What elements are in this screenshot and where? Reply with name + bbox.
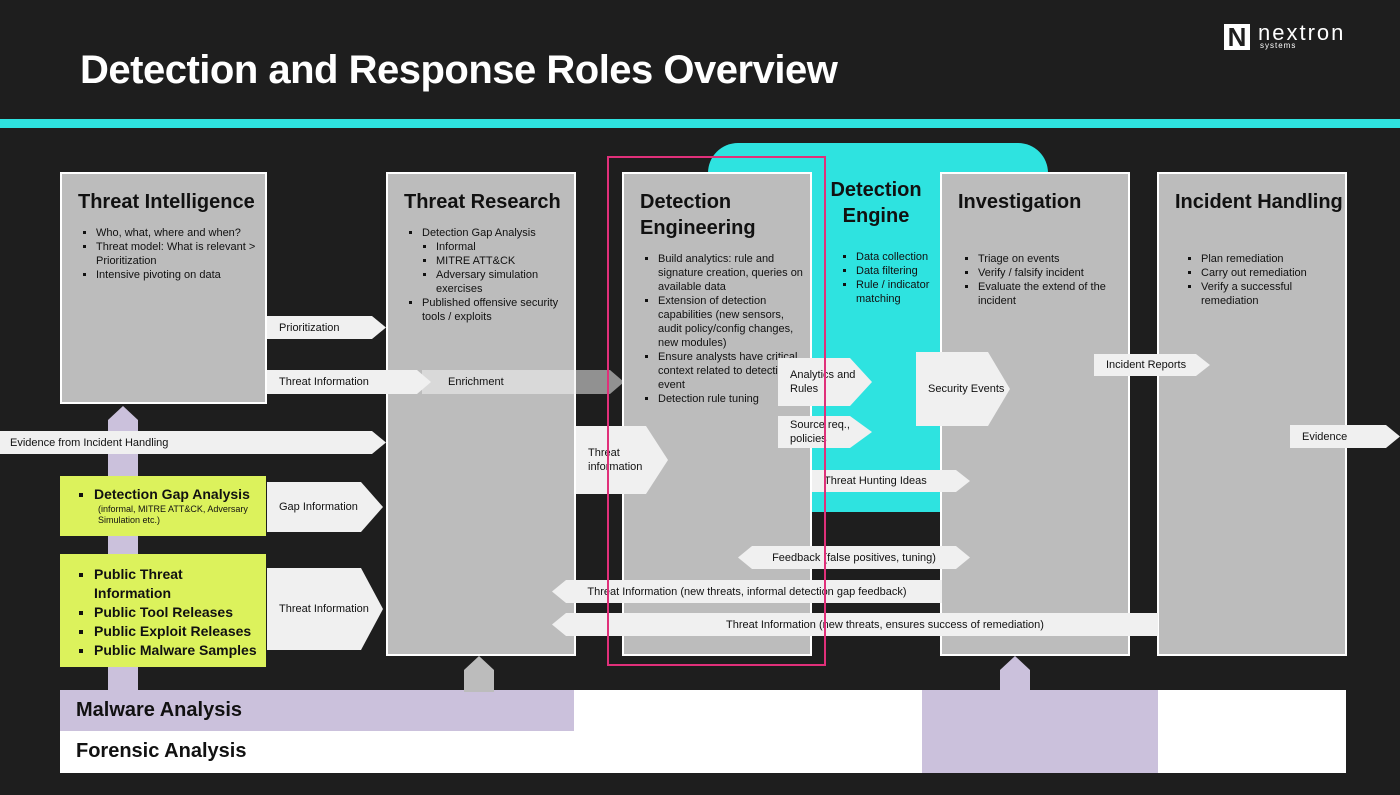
list-item: Evaluate the extend of the incident	[978, 280, 1128, 308]
detection-engineering-highlight	[607, 156, 826, 666]
malware-analysis-label: Malware Analysis	[76, 699, 243, 721]
list-item: Detection rule tuning	[658, 392, 806, 406]
logo-sub: systems	[1260, 41, 1297, 50]
list-item: Published offensive security tools / exp…	[422, 296, 582, 324]
detection-gap-analysis-source: Detection Gap Analysis (informal, MITRE …	[60, 476, 266, 536]
enrichment-arrow-label: Enrichment	[448, 376, 504, 388]
public-sources-list: Public Threat Information Public Tool Re…	[60, 565, 266, 660]
detection-engineering-list: Build analytics: rule and signature crea…	[640, 252, 806, 406]
incident-handling-column: Incident Handling Plan remediation Carry…	[1157, 172, 1347, 656]
malware-up-arrow-investigation	[1000, 656, 1030, 692]
incident-handling-title: Incident Handling	[1175, 191, 1343, 213]
incident-reports-arrow: Incident Reports	[1094, 354, 1210, 376]
list-item: Data filtering	[856, 264, 952, 278]
threat-intelligence-title: Threat Intelligence	[78, 191, 255, 213]
detection-engine-list: Data collection Data filtering Rule / in…	[838, 250, 952, 306]
threat-intelligence-list: Who, what, where and when? Threat model:…	[78, 226, 266, 282]
feedback-arrow: Feedback (false positives, tuning)	[738, 546, 970, 569]
list-item-label: Detection Gap Analysis	[422, 227, 536, 239]
detection-engine-box	[708, 143, 1048, 173]
threat-hunting-ideas-arrow: Threat Hunting Ideas	[812, 470, 970, 492]
threat-research-column: Threat Research Detection Gap Analysis I…	[386, 172, 576, 656]
security-events-arrow: Security Events	[916, 352, 1010, 426]
list-item: Threat model: What is relevant > Priorit…	[96, 240, 266, 268]
list-item: Extension of detection capabilities (new…	[658, 294, 806, 350]
enrichment-arrow-shape	[422, 370, 624, 394]
list-item: Public Malware Samples	[94, 641, 266, 660]
detection-engine-body	[810, 170, 942, 512]
threat-information-arrow: Threat Information	[267, 370, 431, 394]
threat-research-list: Detection Gap Analysis Informal MITRE AT…	[404, 226, 582, 324]
list-item: Plan remediation	[1201, 252, 1341, 266]
list-item: Informal	[436, 240, 582, 254]
list-item: Intensive pivoting on data	[96, 268, 266, 282]
list-item: Rule / indicator matching	[856, 278, 952, 306]
investigation-list: Triage on events Verify / falsify incide…	[960, 252, 1128, 308]
gap-source-title: Detection Gap Analysis	[94, 486, 250, 502]
detection-engineering-column: Detection Engineering Build analytics: r…	[622, 172, 812, 656]
list-item: Detection Gap Analysis Informal MITRE AT…	[422, 226, 582, 296]
threat-information-gap-feedback-arrow: Threat Information (new threats, informa…	[552, 580, 942, 603]
list-item: MITRE ATT&CK	[436, 254, 582, 268]
list-item: Triage on events	[978, 252, 1128, 266]
list-item: Carry out remediation	[1201, 266, 1341, 280]
detection-engine-title-2: Engine	[842, 205, 910, 227]
investigation-title: Investigation	[958, 191, 1082, 213]
nextron-logo: N nextron systems	[1224, 20, 1374, 54]
sub-list: Informal MITRE ATT&CK Adversary simulati…	[422, 240, 582, 296]
prioritization-arrow: Prioritization	[267, 316, 386, 339]
detection-engineering-title-1: Detection	[640, 191, 732, 213]
malware-analysis-band-right	[922, 690, 1158, 773]
list-item: Build analytics: rule and signature crea…	[658, 252, 806, 294]
threat-information-public-arrow: Threat Information	[267, 568, 383, 650]
evidence-arrow: Evidence	[1290, 425, 1400, 448]
list-item: Who, what, where and when?	[96, 226, 266, 240]
gap-source-list: Detection Gap Analysis	[60, 485, 266, 504]
list-item: Verify / falsify incident	[978, 266, 1128, 280]
list-item: Public Exploit Releases	[94, 622, 266, 641]
list-item: Detection Gap Analysis	[94, 485, 266, 504]
threat-information-remediation-arrow: Threat Information (new threats, ensures…	[552, 613, 1158, 636]
list-item: Verify a successful remediation	[1201, 280, 1341, 308]
list-item: Ensure analysts have critical context re…	[658, 350, 806, 392]
threat-research-title: Threat Research	[404, 191, 561, 213]
logo-letter: N	[1224, 24, 1250, 50]
forensic-up-arrow-research	[464, 656, 494, 692]
detection-engine-title-1: Detection	[830, 179, 922, 201]
public-sources: Public Threat Information Public Tool Re…	[60, 554, 266, 667]
threat-intelligence-column: Threat Intelligence Who, what, where and…	[60, 172, 267, 404]
list-item: Adversary simulation exercises	[436, 268, 582, 296]
logo-word: nextron	[1258, 20, 1346, 45]
forensic-analysis-label: Forensic Analysis	[76, 740, 247, 762]
list-item: Public Threat Information	[94, 565, 214, 603]
gap-information-arrow: Gap Information	[267, 482, 383, 532]
list-item: Public Tool Releases	[94, 603, 266, 622]
page-title: Detection and Response Roles Overview	[80, 48, 838, 92]
threat-information-research-arrow: Threat information	[576, 426, 668, 494]
list-item: Data collection	[856, 250, 952, 264]
gap-source-note: (informal, MITRE ATT&CK, Adversary Simul…	[98, 504, 248, 525]
detection-engineering-title-2: Engineering	[640, 217, 756, 239]
incident-handling-list: Plan remediation Carry out remediation V…	[1183, 252, 1341, 308]
header-divider	[0, 119, 1400, 128]
malware-analysis-band	[60, 690, 574, 731]
evidence-from-incident-handling-arrow: Evidence from Incident Handling	[0, 431, 386, 454]
